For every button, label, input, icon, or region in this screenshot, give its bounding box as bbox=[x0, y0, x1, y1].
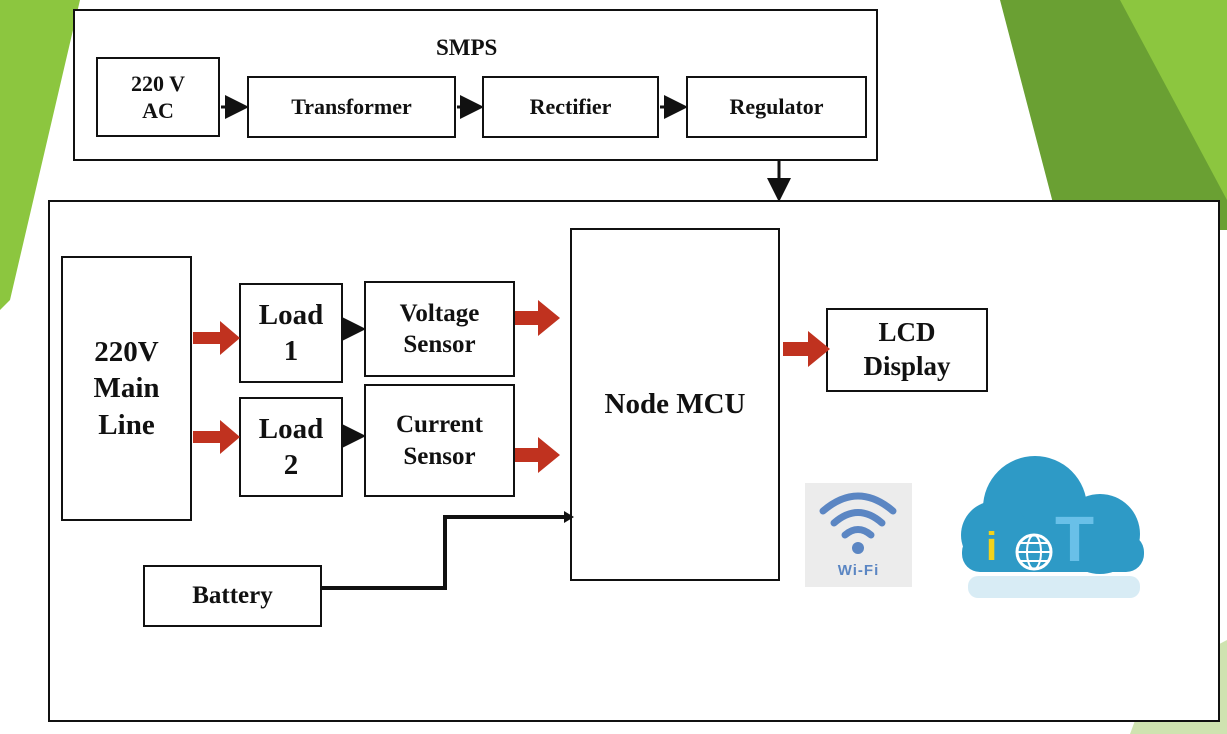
current-sensor-box: Current Sensor bbox=[364, 384, 515, 497]
wifi-logo: Wi-Fi bbox=[805, 483, 912, 587]
voltage-sensor-text-2: Sensor bbox=[403, 331, 476, 358]
red-arrow-main-to-load1 bbox=[193, 321, 240, 355]
current-sensor-text-2: Sensor bbox=[403, 442, 476, 470]
ac-input-line2: AC bbox=[142, 98, 174, 123]
load2-text-1: Load bbox=[258, 412, 324, 445]
main-line-text-3: Line bbox=[98, 408, 155, 441]
red-arrow-voltage-to-node bbox=[515, 300, 560, 336]
red-arrow-node-to-lcd bbox=[783, 331, 830, 367]
left-green-shape bbox=[0, 0, 80, 310]
lcd-display-box: LCD Display bbox=[826, 308, 988, 392]
wifi-logo-text: Wi-Fi bbox=[837, 562, 880, 579]
transformer-box: Transformer bbox=[247, 76, 456, 138]
rectifier-box: Rectifier bbox=[482, 76, 659, 138]
battery-line bbox=[322, 515, 566, 590]
battery-arrow-head bbox=[564, 511, 574, 523]
voltage-sensor-text-1: Voltage bbox=[399, 299, 480, 327]
main-line-box: 220V Main Line bbox=[61, 256, 192, 521]
iot-letter-i: i bbox=[986, 525, 998, 569]
load2-box: Load 2 bbox=[239, 397, 343, 497]
iot-letter-t: T bbox=[1055, 503, 1095, 575]
smps-title: SMPS bbox=[436, 35, 498, 60]
lcd-display-text-2: Display bbox=[863, 351, 951, 381]
voltage-sensor-box: Voltage Sensor bbox=[364, 281, 515, 377]
wifi-icon bbox=[819, 492, 897, 554]
red-arrow-current-to-node bbox=[515, 437, 560, 473]
globe-icon bbox=[1015, 533, 1053, 571]
load2-text-2: 2 bbox=[283, 449, 299, 481]
main-line-text-2: Main bbox=[93, 372, 160, 405]
iot-reflection bbox=[968, 576, 1140, 598]
main-line-text-1: 220V bbox=[94, 336, 159, 369]
current-sensor-text-1: Current bbox=[395, 411, 484, 439]
battery-box: Battery bbox=[143, 565, 322, 627]
load1-text-2: 1 bbox=[283, 335, 299, 367]
ac-input-box: 220 V AC bbox=[96, 57, 220, 137]
ac-input-line1: 220 V bbox=[131, 70, 185, 96]
lcd-display-text-1: LCD bbox=[878, 317, 936, 348]
red-arrow-main-to-load2 bbox=[193, 420, 240, 454]
right-green-shape-light bbox=[1120, 0, 1227, 200]
load1-box: Load 1 bbox=[239, 283, 343, 383]
node-mcu-box: Node MCU bbox=[570, 228, 780, 581]
load1-text-1: Load bbox=[258, 298, 324, 331]
regulator-box: Regulator bbox=[686, 76, 867, 138]
